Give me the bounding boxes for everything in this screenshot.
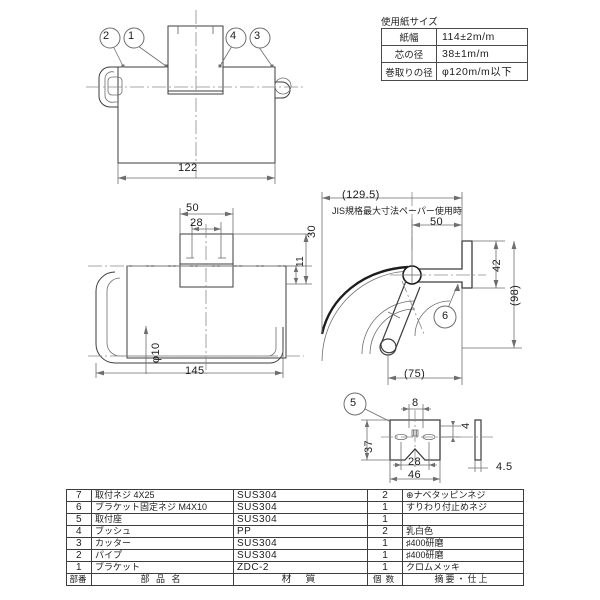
dim-42-side: 42: [491, 258, 503, 272]
paper-spec-caption: 使用紙サイズ: [381, 17, 438, 28]
balloon-5-detail: 5: [350, 397, 357, 409]
side-view-note: JIS規格最大寸法ペーパー使用時: [332, 206, 462, 216]
parts-cell-qty: 1: [367, 549, 403, 562]
parts-cell-qty: 1: [367, 561, 403, 574]
parts-cell-name: 取付ネジ 4X25: [91, 489, 234, 502]
balloon-6-side: 6: [442, 310, 449, 322]
top-view-drawing: [70, 8, 370, 188]
paper-spec-value: 114±2m/m: [436, 28, 528, 46]
parts-cell-material: SUS304: [233, 513, 368, 526]
parts-cell-remarks: ⊕ナベタッピンネジ: [402, 489, 524, 502]
parts-cell-name: カッター: [91, 537, 234, 550]
parts-cell-remarks: ♯400研磨: [402, 549, 524, 562]
parts-cell-qty: 2: [367, 489, 403, 502]
side-view-drawing: [300, 186, 590, 391]
parts-cell-remarks: すりわり付止めネジ: [402, 501, 524, 514]
parts-cell-name: ブッシュ: [91, 525, 234, 538]
parts-cell-name: パイプ: [91, 549, 234, 562]
parts-header-name: 部 品 名: [91, 573, 234, 586]
dim-98-side: (98): [509, 284, 521, 306]
parts-cell-qty: 1: [367, 513, 403, 526]
parts-cell-no: 1: [66, 561, 92, 574]
paper-spec-value: 38±1m/m: [436, 45, 528, 63]
dim-145-front: 145: [185, 365, 205, 377]
parts-cell-qty: 1: [367, 537, 403, 550]
dim-122: 122: [178, 162, 198, 174]
balloon-1-top: 1: [128, 30, 135, 42]
dim-50-front: 50: [186, 202, 200, 214]
dim-28-detail: 28: [408, 456, 422, 468]
parts-cell-remarks: クロムメッキ: [402, 561, 524, 574]
balloon-4-top: 4: [230, 30, 237, 42]
parts-cell-remarks: ♯400研磨: [402, 537, 524, 550]
parts-cell-qty: 1: [367, 501, 403, 514]
dim-75-side: (75): [404, 368, 426, 380]
paper-spec-key: 芯の径: [381, 45, 437, 63]
paper-spec-key: 紙幅: [381, 28, 437, 46]
dim-4-5-detail: 4.5: [496, 461, 513, 473]
parts-header-material: 材 質: [233, 573, 368, 586]
parts-cell-no: 5: [66, 513, 92, 526]
dim-phi10-front: φ10: [150, 342, 162, 363]
balloon-2-top: 2: [103, 30, 110, 42]
dim-4-detail: 4: [460, 422, 472, 429]
parts-cell-no: 3: [66, 537, 92, 550]
front-view-drawing: [72, 196, 322, 381]
bracket-detail-drawing: [335, 392, 525, 487]
parts-cell-no: 6: [66, 501, 92, 514]
dim-129-5-side: (129.5): [342, 189, 380, 201]
dim-46-detail: 46: [408, 469, 422, 481]
parts-cell-material: SUS304: [233, 537, 368, 550]
parts-header-no: 部番: [66, 573, 92, 586]
parts-header-qty: 個 数: [367, 573, 403, 586]
balloon-3-top: 3: [254, 30, 261, 42]
parts-cell-material: ZDC-2: [233, 561, 368, 574]
parts-cell-material: SUS304: [233, 549, 368, 562]
dim-37-detail: 37: [363, 439, 375, 453]
dim-28-front: 28: [190, 217, 204, 229]
dim-8-detail: 8: [412, 397, 419, 409]
parts-cell-material: SUS304: [233, 489, 368, 502]
parts-cell-material: PP: [233, 525, 368, 538]
paper-spec-key: 巻取りの径: [381, 62, 437, 81]
paper-spec-value: φ120m/m以下: [436, 62, 528, 81]
parts-cell-remarks: 乳白色: [402, 525, 524, 538]
parts-list-header-row: 部番部 品 名材 質個 数摘要・仕上: [66, 573, 524, 586]
parts-cell-no: 2: [66, 549, 92, 562]
parts-cell-name: ブラケット固定ネジ M4X10: [91, 501, 234, 514]
parts-cell-no: 4: [66, 525, 92, 538]
parts-cell-no: 7: [66, 489, 92, 502]
parts-cell-remarks: [402, 513, 524, 526]
dim-50-side: 50: [430, 216, 444, 228]
parts-cell-name: 取付座: [91, 513, 234, 526]
parts-cell-material: SUS304: [233, 501, 368, 514]
parts-header-remarks: 摘要・仕上: [402, 573, 524, 586]
parts-cell-qty: 2: [367, 525, 403, 538]
parts-cell-name: ブラケット: [91, 561, 234, 574]
